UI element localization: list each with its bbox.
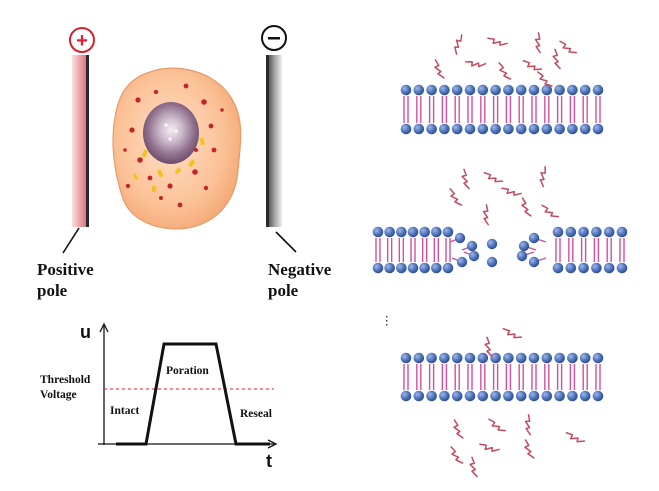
drug-molecule — [541, 204, 560, 218]
positive-label: Positive — [37, 260, 94, 279]
nucleus — [143, 102, 199, 164]
drug-molecule — [479, 443, 500, 452]
separator-mark — [386, 316, 388, 326]
drug-molecule — [522, 60, 543, 71]
drug-molecule — [565, 432, 586, 443]
drug-molecule — [450, 446, 464, 464]
phase-intact: Intact — [110, 405, 140, 417]
positive-plate — [72, 55, 86, 227]
drug-molecule — [461, 168, 470, 190]
drug-molecule — [539, 166, 546, 188]
plus-icon — [69, 27, 95, 53]
negative-electrode: - Negative pole — [261, 25, 332, 300]
threshold-label-2: Voltage — [40, 389, 77, 401]
drug-molecule — [521, 197, 532, 217]
negative-label-2: pole — [268, 281, 299, 300]
membrane-resealed — [400, 352, 604, 402]
drug-molecule — [501, 187, 522, 196]
drug-molecule — [453, 419, 464, 439]
phase-reseal: Reseal — [240, 408, 272, 420]
drug-molecule — [524, 439, 535, 459]
drug-molecule — [498, 62, 512, 80]
membrane-porated-left — [372, 226, 454, 274]
membrane-panels — [372, 32, 628, 478]
drug-molecule — [487, 37, 508, 46]
drug-molecule — [465, 61, 487, 68]
drug-molecule — [524, 414, 531, 436]
negative-label: Negative — [268, 260, 332, 279]
drug-molecule — [483, 172, 504, 183]
drug-molecule — [449, 188, 463, 206]
positive-label-2: pole — [37, 281, 68, 300]
membrane-pore — [449, 232, 547, 268]
drug-molecule — [552, 48, 561, 70]
drug-molecule — [488, 418, 507, 432]
cell — [112, 67, 242, 230]
drug-molecule — [534, 32, 541, 54]
positive-electrode: + Positive pole — [37, 27, 95, 300]
membrane-intact — [400, 84, 604, 135]
phase-poration: Poration — [166, 365, 209, 377]
voltage-pulse — [116, 342, 270, 446]
drug-molecule — [434, 59, 445, 79]
drug-molecule — [454, 34, 463, 55]
membrane-porated-right — [552, 226, 628, 274]
cell-particles — [123, 83, 224, 208]
threshold-label: Threshold — [40, 374, 91, 386]
drug-molecule — [482, 204, 489, 226]
drug-molecule — [559, 40, 578, 54]
x-axis-label: t — [266, 451, 272, 471]
negative-plate — [269, 55, 282, 227]
drug-molecule — [502, 328, 523, 339]
drug-molecule — [469, 456, 478, 478]
drug-molecule — [484, 336, 493, 358]
y-axis-label: u — [80, 322, 91, 342]
poration-graph: u t Threshold Voltage Intact Poration Re… — [40, 322, 278, 471]
drug-molecule — [537, 71, 553, 87]
positive-symbol: + — [76, 30, 88, 52]
cell-granules — [132, 137, 205, 193]
